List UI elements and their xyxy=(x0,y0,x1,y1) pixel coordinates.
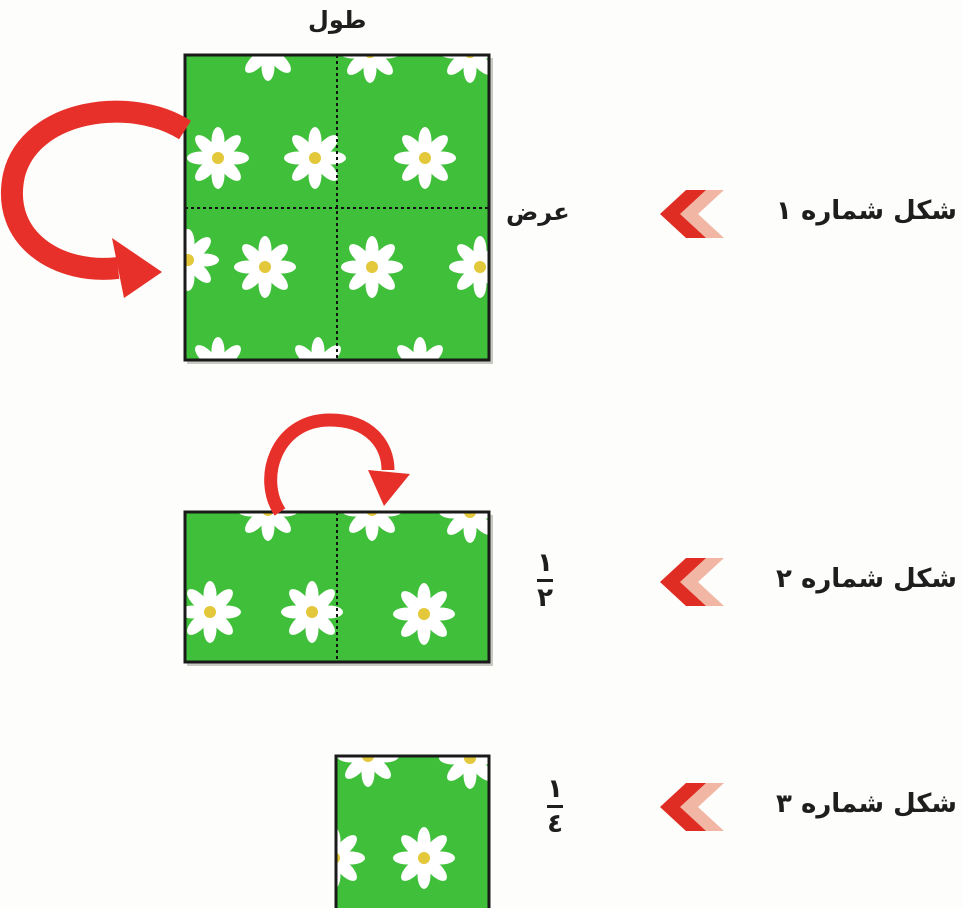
fraction-quarter-denominator: ٤ xyxy=(547,809,563,839)
chevron-left-icon xyxy=(660,558,724,606)
fraction-bar xyxy=(537,579,553,582)
fraction-half-numerator: ۱ xyxy=(537,548,553,578)
figure-2-paper xyxy=(183,510,493,666)
fraction-half: ۱ ۲ xyxy=(537,550,553,611)
fold-arrow-icon xyxy=(264,413,410,516)
width-label: عرض xyxy=(506,198,570,226)
figure-1-paper xyxy=(183,53,493,364)
fraction-bar xyxy=(547,805,563,808)
fold-arrow-icon xyxy=(1,100,191,298)
length-label: طول xyxy=(308,6,367,34)
figure-1-label: شکل شماره ۱ xyxy=(776,196,957,226)
fraction-half-denominator: ۲ xyxy=(537,583,553,613)
chevron-left-icon xyxy=(660,190,724,238)
fraction-quarter: ۱ ٤ xyxy=(547,776,563,837)
chevron-left-icon xyxy=(660,783,724,831)
figure-3-paper xyxy=(334,754,491,908)
figure-2-label: شکل شماره ۲ xyxy=(776,564,957,594)
fraction-quarter-numerator: ۱ xyxy=(547,774,563,804)
figure-3-label: شکل شماره ۳ xyxy=(776,789,957,819)
